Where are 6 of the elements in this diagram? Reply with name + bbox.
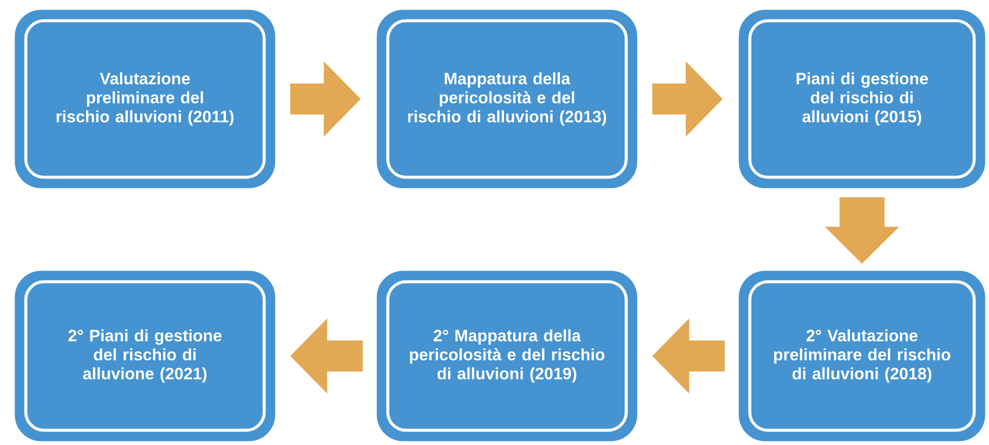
process-box: Piani di gestione del rischio di alluvioni (2015)	[738, 10, 986, 188]
process-box: 2° Piani di gestione del rischio di alluvione (2021)	[14, 270, 276, 442]
process-box: 2° Valutazione preliminare del rischio di alluvioni (2018)	[738, 270, 986, 442]
process-box: 2° Mappatura della pericolosità e del rischio di alluvioni (2019)	[376, 270, 638, 442]
process-box: Mappatura della pericolosità e del rischio di alluvioni (2013)	[376, 10, 638, 188]
process-box: Valutazione preliminare del rischio alluvioni (2011)	[14, 10, 276, 188]
